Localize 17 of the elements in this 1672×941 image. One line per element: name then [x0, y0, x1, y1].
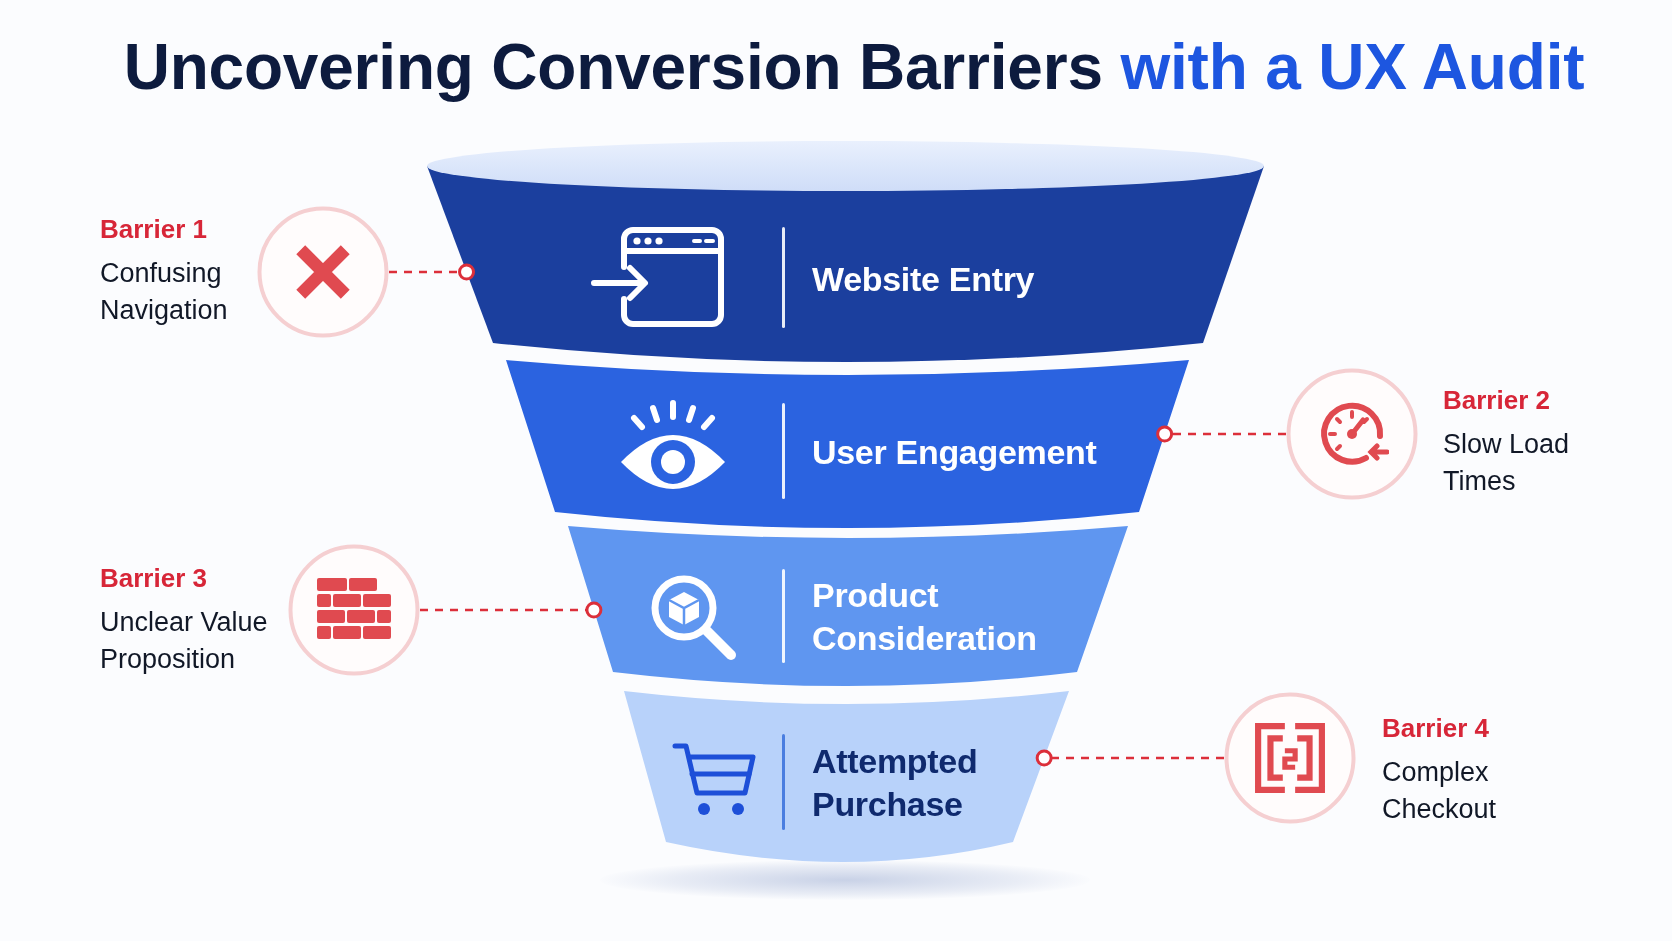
title: Uncovering Conversion Barriers with a UX Audit: [123, 32, 1585, 103]
barrier-description: Confusing Navigation: [100, 257, 229, 327]
barrier-heading: Barrier 3: [100, 563, 207, 593]
dashed-connector: [1156, 425, 1286, 443]
stage-label: Product Consideration: [812, 574, 1038, 658]
dashed-connector: [389, 263, 476, 281]
stage-label: Website Entry: [812, 258, 1035, 300]
dashed-connector: [1035, 749, 1224, 767]
barrier-description: Complex Checkout: [1382, 756, 1498, 826]
barrier-heading: Barrier 1: [100, 214, 207, 244]
barrier-heading: Barrier 2: [1443, 385, 1550, 415]
barrier-description: Unclear Value Proposition: [100, 606, 269, 676]
stage-label: User Engagement: [812, 431, 1097, 473]
stage-label: Attempted Purchase: [812, 740, 979, 824]
barrier-description: Slow Load Times: [1443, 428, 1571, 498]
dashed-connector: [420, 601, 603, 619]
barrier-heading: Barrier 4: [1382, 713, 1489, 743]
